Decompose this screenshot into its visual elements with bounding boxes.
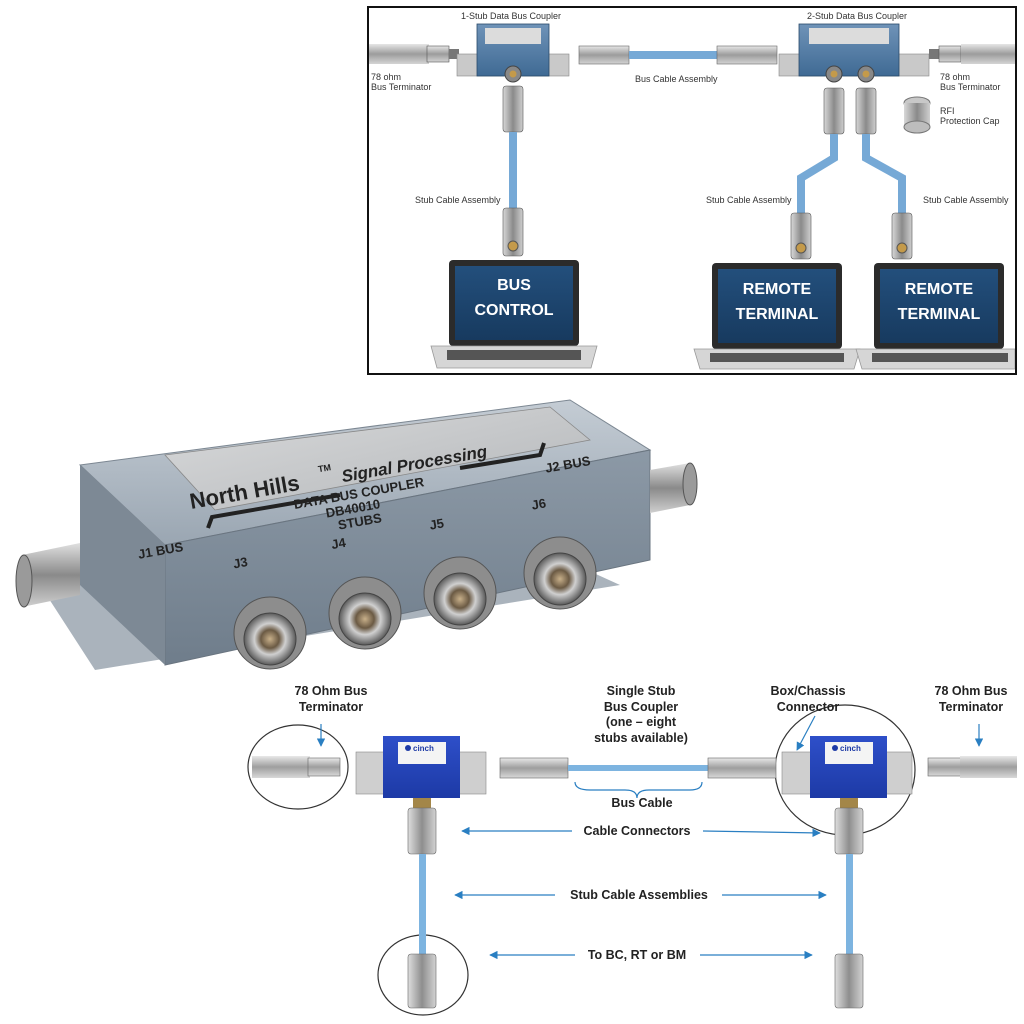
rfi-cap-art <box>903 96 931 134</box>
two-stub-coupler-art <box>778 23 930 83</box>
terminator-right-label: 78 ohm Bus Terminator <box>940 72 1000 93</box>
laptop-bus-control-art <box>430 260 598 369</box>
plate-j6: J6 <box>530 495 547 512</box>
rfi-line2: Protection Cap <box>940 116 1000 127</box>
plate-j3: J3 <box>232 554 249 571</box>
one-stub-coupler-art <box>456 23 570 83</box>
bus-terminator-left-art <box>369 44 459 64</box>
term-right-line2: Terminator <box>938 699 1004 714</box>
j3-connector-art <box>233 596 307 670</box>
cable-connectors-label: Cable Connectors <box>583 824 691 838</box>
term-left-label: 78 Ohm Bus Terminator <box>276 684 386 715</box>
single-stub-line1: Single Stub <box>606 684 676 698</box>
term-left-line1: 78 Ohm Bus <box>294 684 368 698</box>
plate-j4: J4 <box>330 535 348 552</box>
bus-cable-label: Bus Cable <box>611 796 673 810</box>
stub-cable-mid-label: Stub Cable Assembly <box>706 195 792 205</box>
system-diagram-panel: 1-Stub Data Bus Coupler 2-Stub Data Bus … <box>367 6 1017 375</box>
stub-cable-right-art <box>855 87 913 260</box>
single-stub-label: Single Stub Bus Coupler (one – eight stu… <box>583 684 699 747</box>
remote-terminal-1-line2: TERMINAL <box>735 305 819 323</box>
rfi-line1: RFI <box>940 106 955 116</box>
box-connector-line1: Box/Chassis <box>770 684 846 698</box>
box-connector-label: Box/Chassis Connector <box>758 684 858 715</box>
term-left-line2: Terminator <box>298 699 364 714</box>
cinch-logo-left: cinch <box>413 744 434 753</box>
remote-terminal-2-line2: TERMINAL <box>897 305 981 323</box>
bus-cable-assembly-label: Bus Cable Assembly <box>635 74 718 84</box>
single-stub-line2: Bus Coupler <box>603 699 679 714</box>
system-diagram-art <box>369 23 1015 370</box>
laptop-remote-terminal-1-art <box>693 263 861 370</box>
laptop-remote-terminal-2-screen: REMOTE TERMINAL <box>880 278 998 328</box>
j5-connector-art <box>423 556 497 630</box>
bus-terminator-right-art <box>929 44 1015 64</box>
single-stub-line4: stubs available) <box>594 730 688 745</box>
to-bc-label: To BC, RT or BM <box>587 948 687 962</box>
j4-connector-art <box>328 576 402 650</box>
box-connector-line2: Connector <box>776 699 840 714</box>
j6-connector-art <box>523 536 597 610</box>
tm-text: TM <box>317 462 332 474</box>
stub-assemblies-label: Stub Cable Assemblies <box>570 888 708 902</box>
term-right-label: 78 Ohm Bus Terminator <box>918 684 1024 715</box>
bus-control-line1: BUS <box>497 277 531 294</box>
terminator-left-highlight <box>247 724 349 810</box>
terminator-right-line2: Bus Terminator <box>940 82 1001 93</box>
j1-connector-art <box>15 543 80 608</box>
plate-j5: J5 <box>428 515 445 532</box>
cinch-logo-right: cinch <box>840 744 861 753</box>
data-bus-coupler-photo: North Hills TM Signal Processing DATA BU… <box>15 399 698 670</box>
bus-cable-art <box>578 45 778 65</box>
rfi-cap-label: RFI Protection Cap <box>940 106 1000 127</box>
stub-cable-right-label: Stub Cable Assembly <box>923 195 1009 205</box>
one-stub-coupler-label: 1-Stub Data Bus Coupler <box>461 11 562 21</box>
bus-control-line2: CONTROL <box>474 301 554 319</box>
terminator-right-line1: 78 ohm <box>940 72 971 82</box>
terminator-left-label: 78 ohm Bus Terminator <box>371 72 431 93</box>
remote-terminal-1-line1: REMOTE <box>742 281 812 298</box>
stub-cable-left-art <box>502 85 524 257</box>
j2-connector-art <box>650 462 698 513</box>
single-stub-line3: (one – eight <box>605 715 677 730</box>
two-stub-coupler-label: 2-Stub Data Bus Coupler <box>807 11 908 21</box>
laptop-remote-terminal-2-art <box>855 263 1015 370</box>
terminator-left-line1: 78 ohm <box>371 72 402 82</box>
term-right-line1: 78 Ohm Bus <box>934 684 1008 698</box>
laptop-bus-control-screen: BUS CONTROL <box>455 274 573 324</box>
remote-terminal-2-line1: REMOTE <box>904 281 974 298</box>
laptop-remote-terminal-1-screen: REMOTE TERMINAL <box>718 278 836 328</box>
stub-cable-mid-art <box>790 87 845 260</box>
stub-cable-left-label: Stub Cable Assembly <box>415 195 501 205</box>
terminator-left-line2: Bus Terminator <box>371 82 432 93</box>
